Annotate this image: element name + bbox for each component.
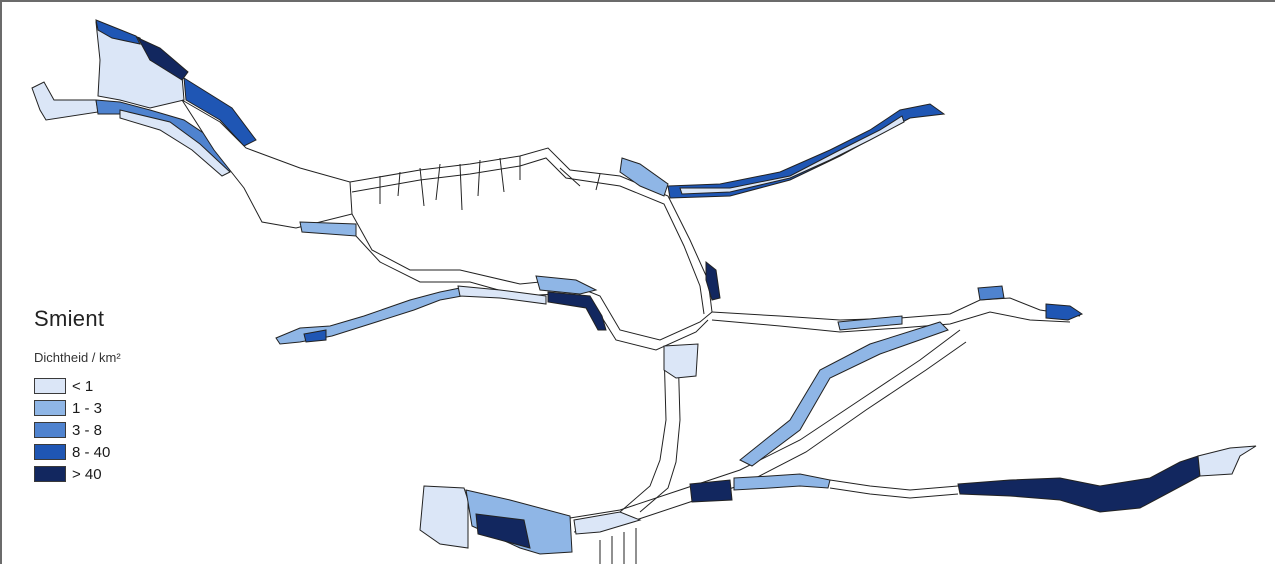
zone-nw-west-arm[interactable] [31,81,99,121]
region-northwest [31,19,357,237]
region-west-arm [275,275,607,345]
region-junction [663,260,721,379]
legend-list: < 1 1 - 3 3 - 8 8 - 40 > 40 [34,375,234,485]
legend-label: 3 - 8 [72,421,103,439]
zone-diag-dark-block[interactable] [689,479,733,503]
legend-item: < 1 [34,375,234,397]
zone-junction-dark[interactable] [705,260,721,301]
legend-title: Smient [34,306,105,331]
zone-east-mid-end[interactable] [1045,303,1084,321]
zone-diag-blue[interactable] [739,321,949,467]
river-central-mid [351,213,713,341]
zone-se-lek-light[interactable] [733,473,831,491]
river-central-south-b [639,349,681,513]
river-central-north [349,147,713,313]
river-central-south [619,349,667,513]
zone-east-mid-block[interactable] [977,285,1005,301]
region-southwest [419,485,642,555]
zone-ne-inner[interactable] [679,115,905,195]
zone-nw-light-a[interactable] [119,109,231,177]
legend-swatch [34,422,66,438]
legend: Smient Dichtheid / km² < 1 1 - 3 3 - 8 8… [34,306,234,485]
legend-label: 8 - 40 [72,443,111,461]
zone-west-arm-dot[interactable] [303,329,327,343]
harbor-piers [599,528,637,564]
legend-label: > 40 [72,465,102,483]
zone-ne-river[interactable] [667,103,946,199]
east-mid-outline-b [711,311,1071,333]
legend-swatch [34,466,66,482]
zone-sw-inner-light[interactable] [573,511,642,535]
zone-west-arm-light[interactable] [457,285,547,305]
river-central-mid-b [355,235,709,351]
legend-item: > 40 [34,463,234,485]
zone-sw-dark[interactable] [475,513,531,549]
zone-se-lek-end[interactable] [1197,445,1257,477]
zone-nw-small[interactable] [299,221,357,237]
river-central-north-b [351,157,705,315]
legend-item: 8 - 40 [34,441,234,463]
legend-item: 1 - 3 [34,397,234,419]
zone-junction-light[interactable] [663,343,699,379]
region-southeast [733,445,1257,513]
zone-nw-dark[interactable] [136,36,189,81]
legend-swatch [34,378,66,394]
region-south-diagonal [689,321,949,503]
zone-nw-top[interactable] [95,19,141,45]
zone-west-arm-blue[interactable] [535,275,598,295]
zone-se-lek-dark[interactable] [957,455,1201,513]
zone-se-lek-outline [829,479,959,499]
legend-label: < 1 [72,377,94,395]
legend-swatch [34,400,66,416]
region-east-middle [837,285,1084,331]
legend-subtitle: Dichtheid / km² [34,350,121,365]
zone-west-arm-dark[interactable] [547,291,607,331]
zone-east-mid-light[interactable] [837,315,903,331]
legend-item: 3 - 8 [34,419,234,441]
zone-sw-light[interactable] [419,485,469,549]
zone-ne-light-start[interactable] [619,157,669,197]
south-harbor-outline [569,329,961,519]
legend-swatch [34,444,66,460]
east-mid-outline [711,297,1081,321]
harbor-branches [379,156,601,211]
region-northeast [619,103,946,199]
legend-label: 1 - 3 [72,399,103,417]
